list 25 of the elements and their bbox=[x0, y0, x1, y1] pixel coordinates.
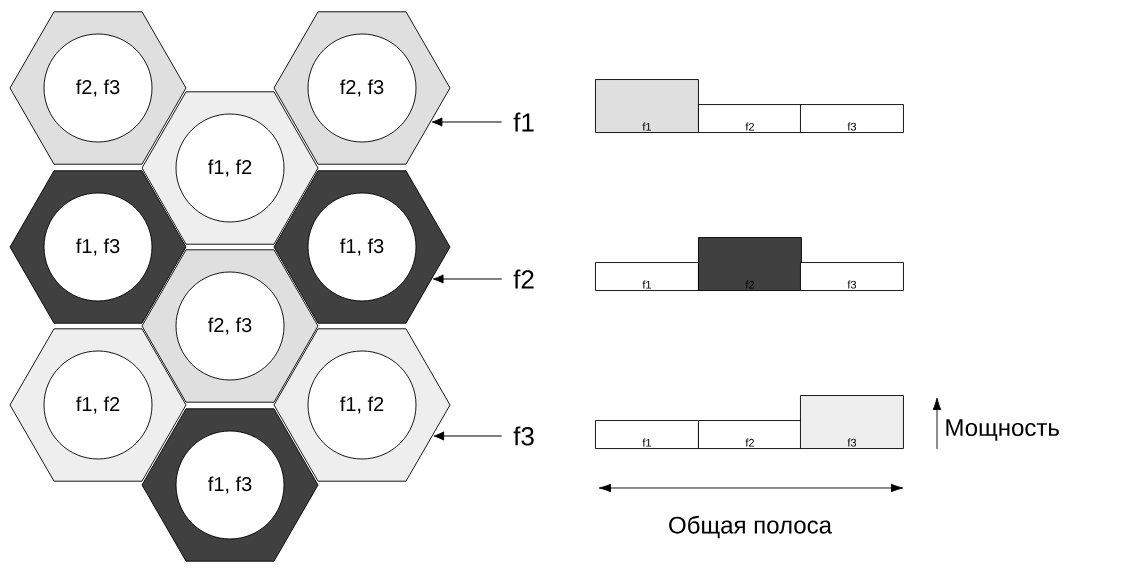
circle-cell: f1, f2 bbox=[307, 350, 417, 460]
frequency-label: f3 bbox=[513, 426, 534, 446]
frequency-bar: f2 bbox=[698, 420, 802, 449]
frequency-bar: f3 bbox=[800, 104, 904, 133]
frequency-bar: f3 bbox=[800, 262, 904, 291]
circle-cell: f2, f3 bbox=[43, 33, 153, 143]
axis-label: Мощность bbox=[946, 419, 1059, 441]
arrow bbox=[431, 117, 503, 127]
dimension-label: Общая полоса bbox=[669, 515, 832, 539]
circle-cell: f2, f3 bbox=[307, 33, 417, 143]
frequency-bar: f1 bbox=[595, 420, 699, 449]
arrow bbox=[432, 274, 503, 284]
circle-cell: f1, f2 bbox=[43, 350, 153, 460]
circle-cell: f1, f3 bbox=[175, 430, 285, 540]
circle-cell: f1, f2 bbox=[175, 113, 285, 223]
frequency-bar: f3 bbox=[800, 395, 904, 449]
frequency-label: f2 bbox=[513, 269, 534, 289]
arrow bbox=[433, 431, 503, 441]
frequency-bar: f2 bbox=[698, 104, 802, 133]
circle-cell: f1, f3 bbox=[307, 192, 417, 302]
frequency-label: f1 bbox=[513, 112, 534, 132]
circle-cell: f2, f3 bbox=[175, 271, 285, 381]
frequency-bar: f1 bbox=[595, 262, 699, 291]
circle-cell: f1, f3 bbox=[43, 192, 153, 302]
frequency-bar: f1 bbox=[595, 79, 699, 133]
